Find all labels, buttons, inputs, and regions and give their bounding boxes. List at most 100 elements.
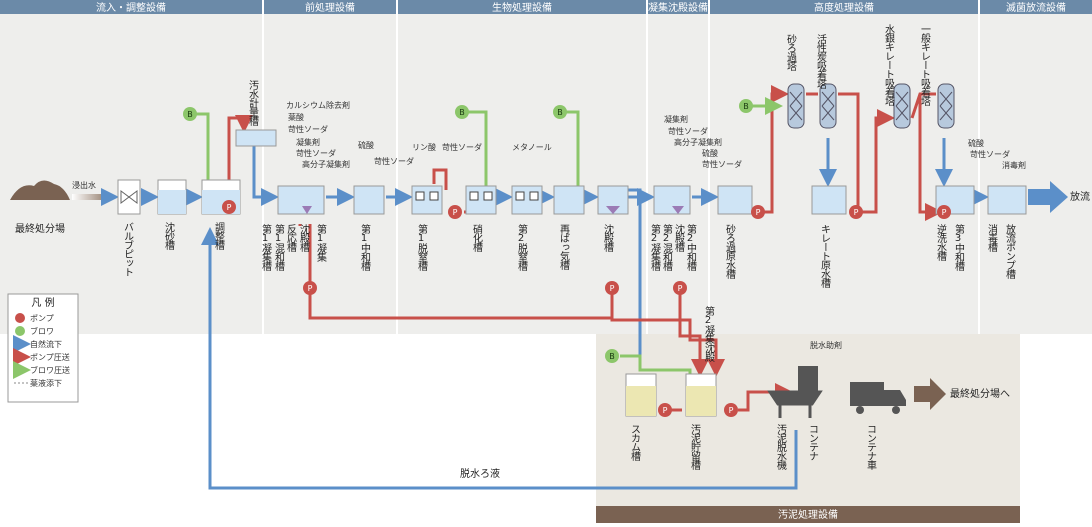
blowers: B B B B B [183,99,753,363]
pretreat-tanks: 第1凝集槽 第1混和槽 反応槽 沈殿槽 第1凝集 [260,185,327,272]
chem-final-0: 硫酸 [968,138,984,148]
blower-icon [15,326,25,336]
hg-chelate-label: 水銀キレート吸着塔 [883,24,895,107]
reaer-label: 再ばっ気槽 [558,224,570,271]
legend-gravity: 自然流下 [30,339,62,349]
discharge-label: 放流 [1070,190,1090,203]
legend: 凡 例 ポンプ ブロワ 自然流下 ポンプ圧送 ブロワ圧送 薬液添下 [7,293,79,403]
chem-methanol: メタノール [512,143,552,152]
legend-blower-flow: ブロワ圧送 [30,365,70,375]
valve-pit-label: バルブピット [122,222,134,276]
pump-icon: P [849,205,863,219]
sludge-store-label: 汚泥貯留槽 [689,423,701,471]
svg-text:P: P [308,284,313,293]
discharge-arrow-icon [1028,181,1068,213]
pump-icon: P [937,205,951,219]
neutral1-label: 第1中和槽 [359,223,371,272]
blower-icon: B [739,99,753,113]
pump-icon: P [448,205,462,219]
to-landfill-arrow-icon [914,378,946,410]
adsorption-columns: 砂ろ過塔 活性炭吸着塔 水銀キレート吸着塔 一般キレート吸着塔 [785,24,955,129]
chem-phosphoric: リン酸 [412,142,436,152]
legend-blower: ブロワ [30,326,54,336]
pump-icon: P [605,281,619,295]
chem-pre-2: 苛性ソーダ [288,124,328,134]
blower-icon: B [183,107,197,121]
settle-bio-label: 沈殿槽 [602,223,614,253]
metering-tank: 汚水計量槽 [235,79,277,147]
blower-icon: B [553,105,567,119]
header-advanced: 高度処理設備 [814,1,874,14]
backwash-label: 逆洗水槽 [935,223,947,262]
truck-label: コンテナ車 [865,424,877,471]
header-disinfection: 滅菌放流設備 [1006,1,1066,14]
sand-filter-label: 砂ろ過塔 [785,33,797,72]
grit-label: 沈砂槽 [163,221,175,251]
svg-text:P: P [678,284,683,293]
neutral1-tank: 第1中和槽 [353,185,385,272]
settle2-label: 沈殿槽 [673,223,685,253]
advanced-tanks: 砂ろ過原水槽 キレート原水槽 逆洗水槽 第3中和槽 [717,185,975,289]
pump-icon [15,313,25,323]
section-backgrounds [0,14,1092,506]
svg-text:B: B [459,108,465,117]
svg-text:P: P [942,208,947,217]
coag1-label: 第1凝集槽 [260,223,272,272]
pump-icon: P [303,281,317,295]
header-biological: 生物処理設備 [492,1,552,14]
neutral2-label: 第2中和槽 [685,223,697,272]
disinfect-label: 消毒槽 [986,223,998,253]
reaction-label: 反応槽 [285,224,297,253]
svg-text:B: B [187,110,193,119]
truck-icon [850,382,906,414]
main-gravity-flow [101,138,989,490]
blower-icon: B [455,105,469,119]
container-label: コンテナ [807,424,818,461]
leachate-pipe [72,194,110,200]
chem-neutral-1: 苛性ソーダ [374,156,414,166]
pump-icon: P [751,205,765,219]
svg-text:P: P [453,208,458,217]
coag1b-label: 第1凝集 [315,223,327,263]
chem-coag2-2: 高分子凝集剤 [674,137,722,147]
legend-chemical: 薬液添下 [30,378,62,388]
chem-caustic: 苛性ソーダ [442,142,482,152]
to-landfill-label: 最終処分場へ [950,387,1010,400]
bio-tanks: 第1脱窒槽 硝化槽 第2脱窒槽 再ばっ気槽 沈殿槽 [411,185,629,272]
svg-text:P: P [756,208,761,217]
svg-text:P: P [729,406,734,415]
header-inflow: 流入・調整設備 [96,1,166,14]
chem-final-1: 苛性ソーダ [970,149,1010,159]
landfill-mound-icon [10,180,70,200]
pump-icon: P [673,281,687,295]
carbon-label: 活性炭吸着塔 [815,34,827,90]
legend-pump-flow: ポンプ圧送 [30,352,70,362]
chem-pre-3: 凝集剤 [296,137,320,147]
settle1-label: 沈殿槽 [298,223,310,253]
tanks: 沈砂槽 調整槽 汚水計量槽 第1凝集槽 第1混和槽 反応槽 沈殿槽 第1凝集 第… [157,79,1027,289]
svg-text:P: P [227,203,232,212]
svg-text:B: B [743,102,749,111]
discharge-pump-label: 放流ポンプ槽 [1004,223,1016,280]
neutral3-label: 第3中和槽 [953,223,965,272]
svg-text:P: P [610,284,615,293]
chem-dewater-aid: 脱水助剤 [810,340,842,350]
chem-coag2-1: 苛性ソーダ [668,126,708,136]
nitrif-label: 硝化槽 [471,223,483,253]
chem-pre-1: 薬酸 [288,112,304,122]
svg-text:B: B [609,352,615,361]
denit1-label: 第1脱窒槽 [416,223,428,272]
pumps: P P P P P P P P P P [222,200,951,417]
header-coag-settle: 凝集沈殿設備 [648,1,708,14]
leachate-label: 浸出水 [72,180,96,190]
coag2-label: 第2凝集槽 [649,223,661,272]
coag2-tanks: 第2凝集槽 第2混和槽 沈殿槽 第2中和槽 [649,185,697,272]
scum-label: スカム槽 [629,424,641,462]
equalization-label: 調整槽 [213,221,225,251]
valve-pit: バルブピット [117,179,141,276]
chem-final-2: 消毒剤 [1002,160,1026,170]
header-pretreatment: 前処理設備 [305,1,355,14]
legend-pump: ポンプ [30,314,54,323]
dewater-machine-icon [767,390,823,418]
